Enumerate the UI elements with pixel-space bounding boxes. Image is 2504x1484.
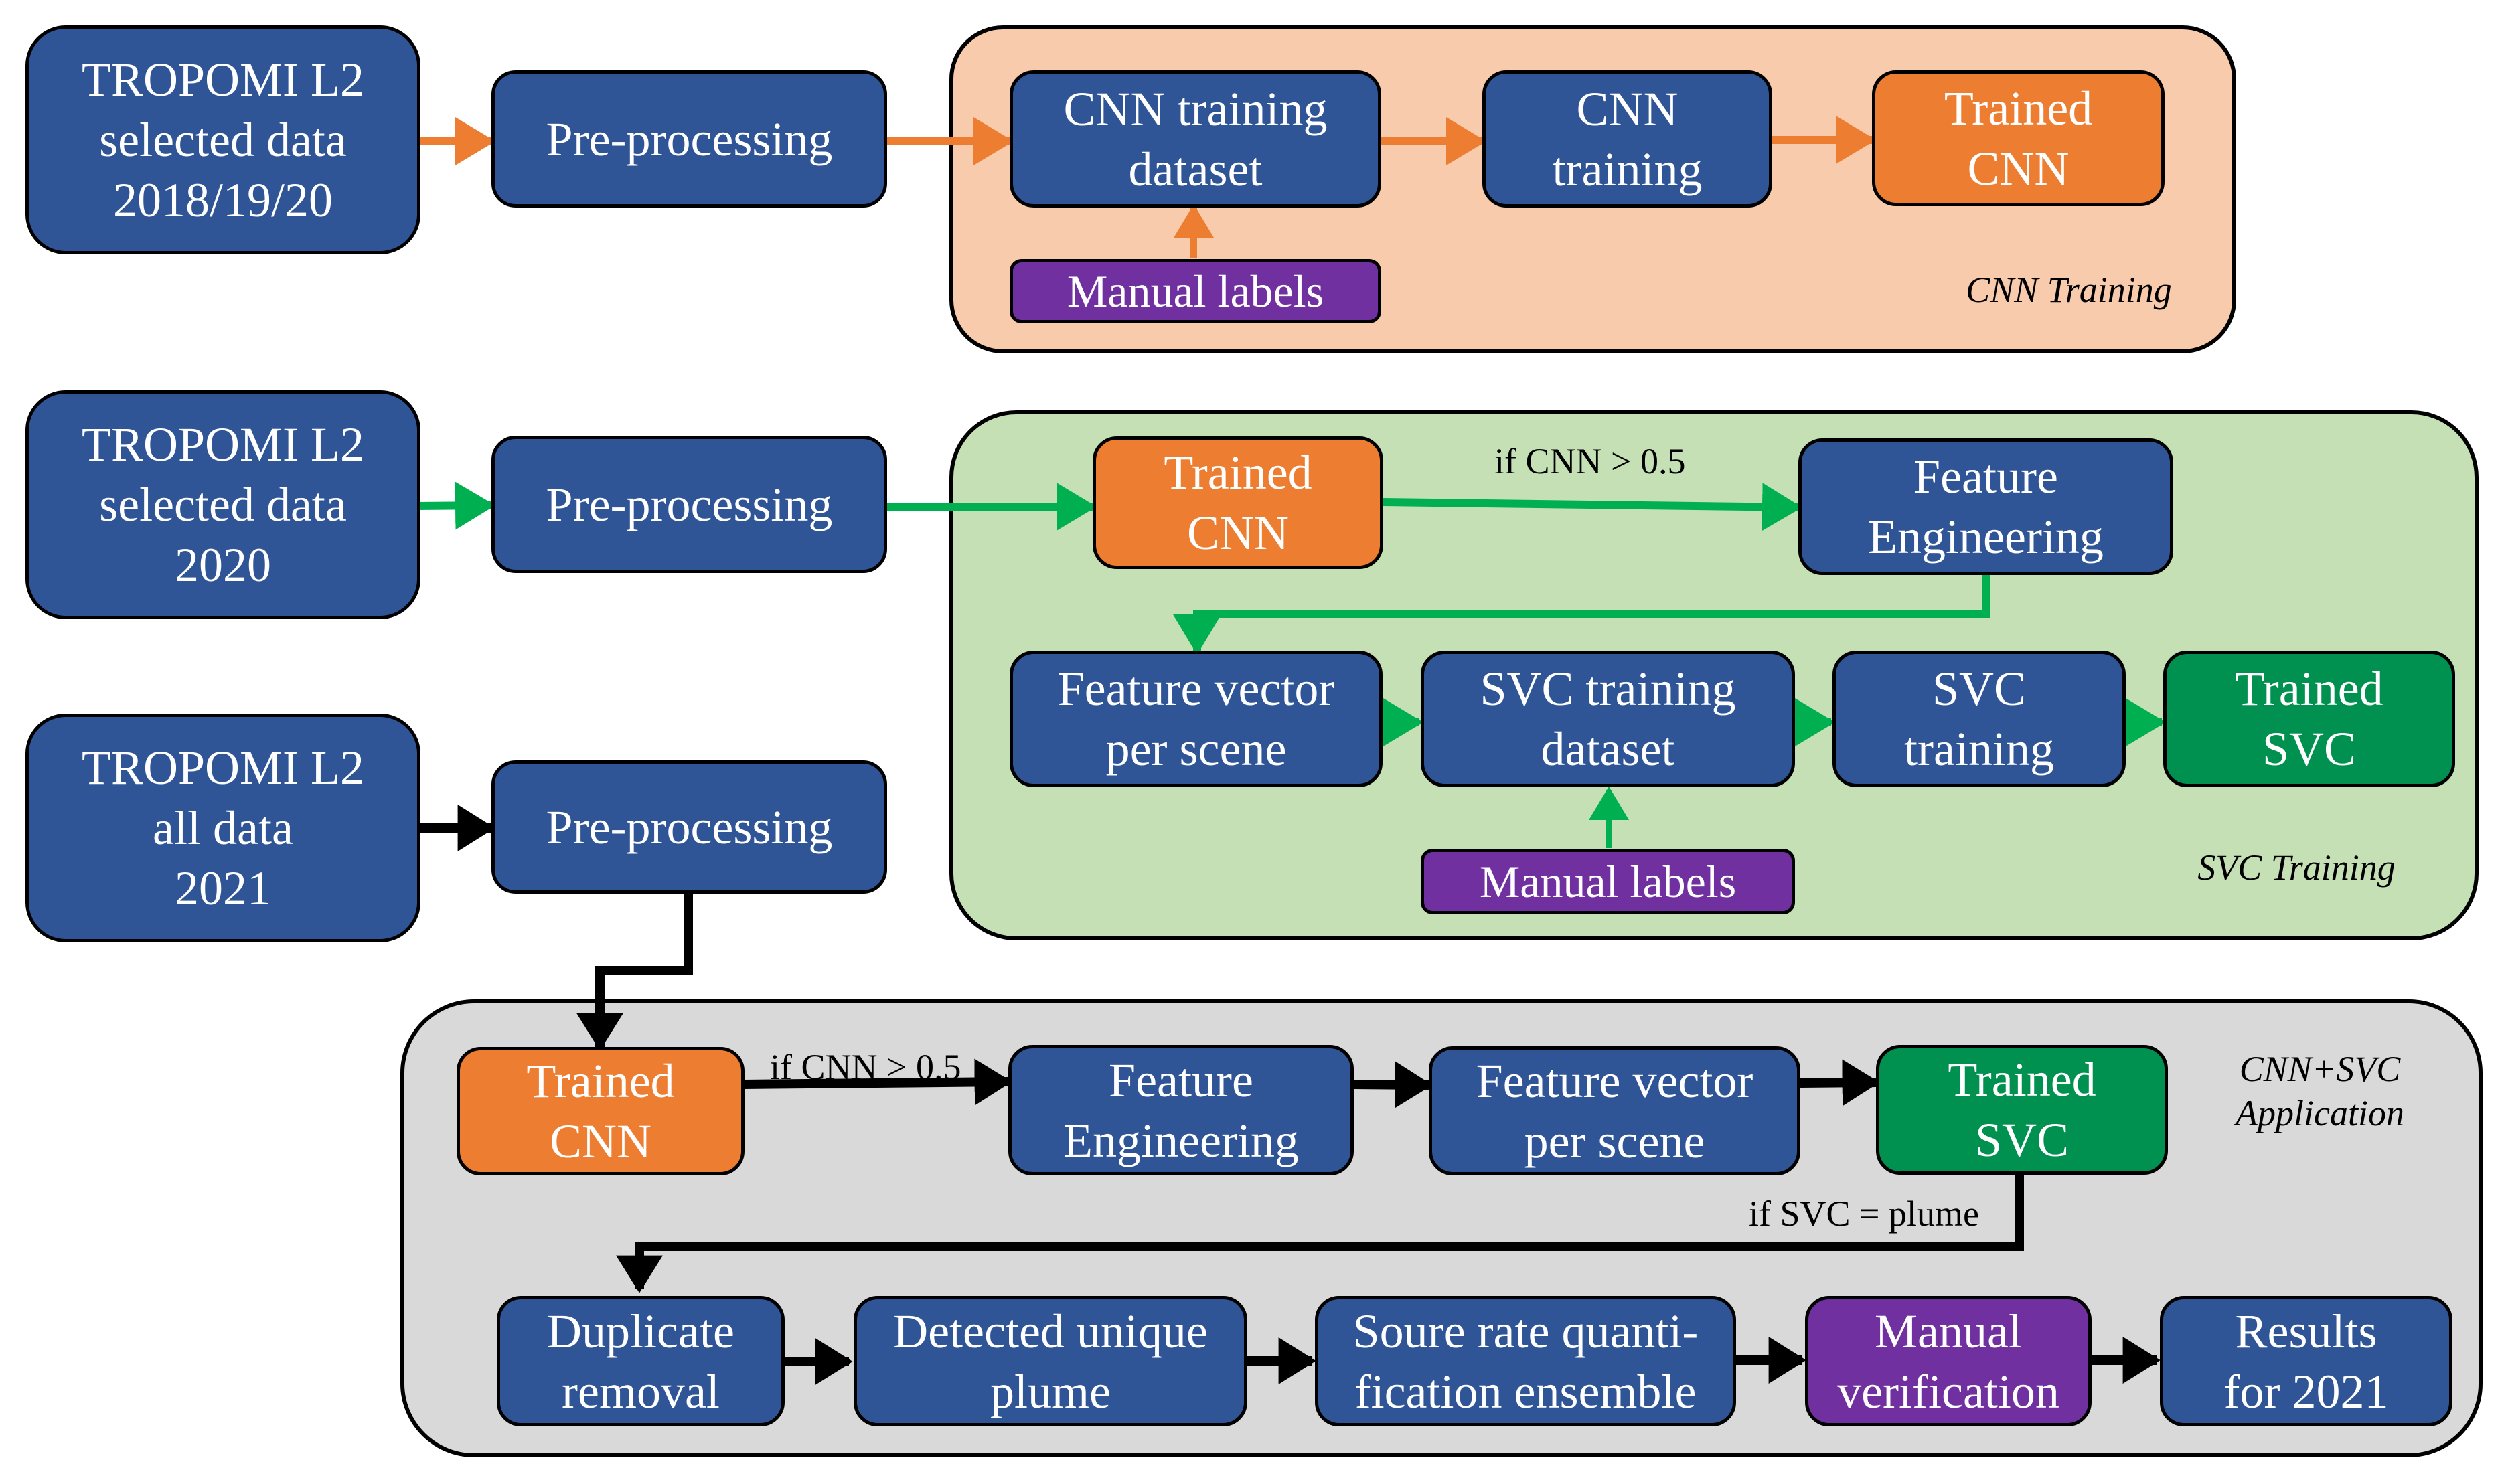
feature-engineering-application: Feature Engineering — [1008, 1045, 1354, 1175]
trained-svc-output: Trained SVC — [2163, 651, 2455, 787]
condition-cnn-threshold-application: if CNN > 0.5 — [770, 1047, 961, 1087]
svc-training: SVC training — [1832, 651, 2126, 787]
cnn-training-group-label: CNN Training — [1966, 270, 2172, 310]
cnn-training: CNN training — [1482, 70, 1772, 208]
tropomi-source-2018-2020: TROPOMI L2 selected data 2018/19/20 — [25, 25, 420, 254]
arrow-source2-to-preproc2 — [420, 481, 495, 530]
detected-unique-plume: Detected unique plume — [854, 1296, 1247, 1426]
trained-cnn-application: Trained CNN — [457, 1047, 745, 1175]
preprocessing-step-1: Pre-processing — [491, 70, 887, 208]
condition-svc-plume: if SVC = plume — [1749, 1193, 1979, 1234]
manual-labels-cnn: Manual labels — [1010, 259, 1381, 323]
cnn-training-dataset: CNN training dataset — [1010, 70, 1381, 208]
trained-cnn-svc-stage: Trained CNN — [1093, 436, 1383, 569]
svc-training-dataset: SVC training dataset — [1421, 651, 1795, 787]
trained-svc-application: Trained SVC — [1876, 1045, 2168, 1175]
application-group-label: CNN+SVC Application — [2236, 1049, 2404, 1133]
duplicate-removal: Duplicate removal — [497, 1296, 785, 1426]
tropomi-source-2020: TROPOMI L2 selected data 2020 — [25, 390, 420, 619]
feature-engineering-svc: Feature Engineering — [1798, 438, 2173, 575]
manual-labels-svc: Manual labels — [1421, 849, 1795, 914]
manual-verification: Manual verification — [1805, 1296, 2092, 1426]
feature-vector-svc: Feature vector per scene — [1010, 651, 1383, 787]
svc-training-group-label: SVC Training — [2197, 847, 2396, 888]
source-rate-quantification: Soure rate quanti- fication ensemble — [1315, 1296, 1736, 1426]
results-2021: Results for 2021 — [2160, 1296, 2452, 1426]
preprocessing-step-3: Pre-processing — [491, 760, 887, 894]
preprocessing-step-2: Pre-processing — [491, 436, 887, 573]
feature-vector-application: Feature vector per scene — [1429, 1046, 1800, 1175]
trained-cnn-output: Trained CNN — [1872, 70, 2165, 206]
condition-cnn-threshold-svc: if CNN > 0.5 — [1494, 441, 1686, 481]
tropomi-source-2021: TROPOMI L2 all data 2021 — [25, 714, 420, 942]
